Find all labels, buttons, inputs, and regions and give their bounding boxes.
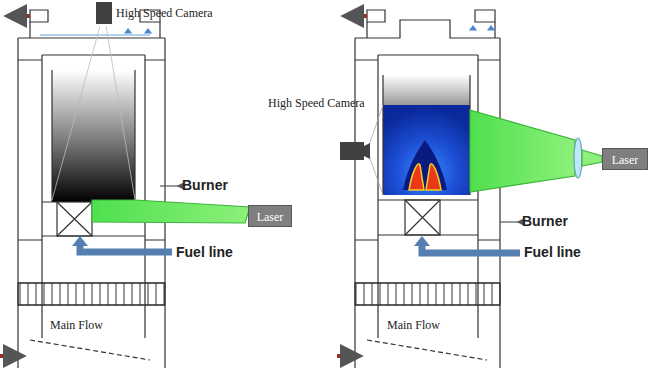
part-label: Fuel line	[524, 244, 581, 260]
part-label: Fuel line	[176, 244, 233, 260]
laser-label: Laser	[612, 153, 639, 167]
flow-label: Main Flow	[387, 318, 440, 333]
flow-label: Main Flow	[50, 318, 103, 333]
camera-label: High Speed Camera	[116, 3, 213, 21]
laser-box: Laser	[602, 148, 648, 170]
part-label: Burner	[182, 177, 228, 193]
laser-box: Laser	[248, 205, 292, 227]
camera-name: High Speed Camera	[116, 6, 213, 20]
camera-label: High Speed Camera	[268, 93, 365, 111]
camera-name: High Speed Camera	[268, 96, 365, 110]
part-label: Burner	[522, 213, 568, 229]
laser-label: Laser	[257, 210, 284, 224]
